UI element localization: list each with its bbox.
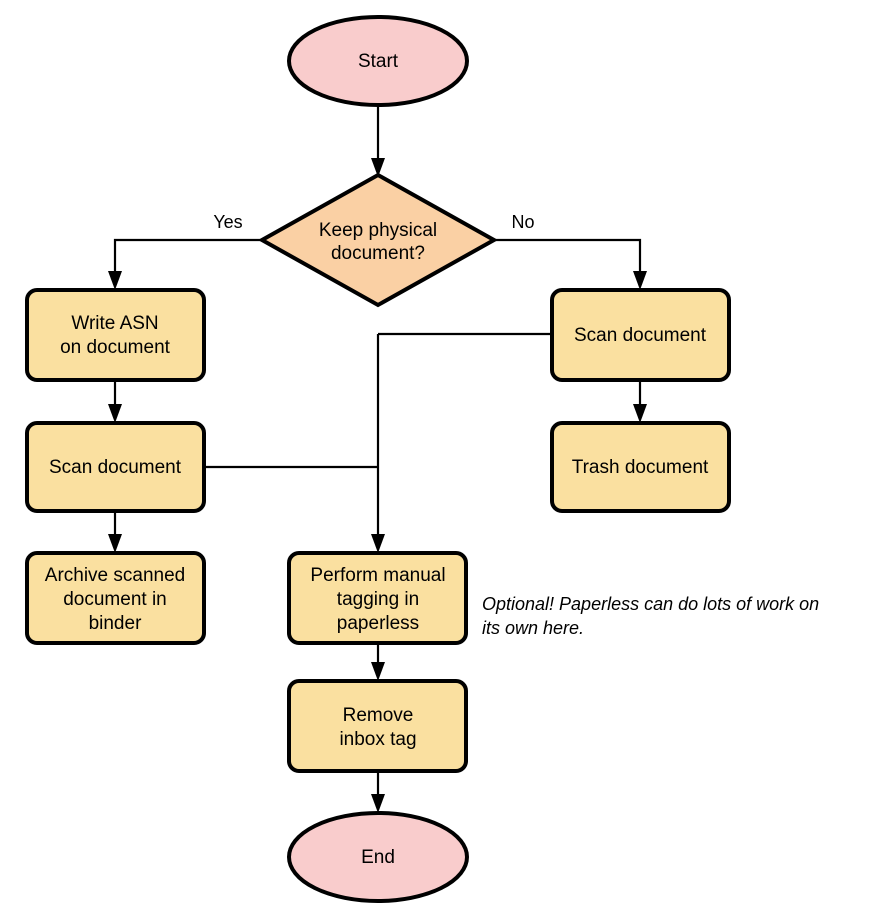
connector-layer [108, 105, 647, 813]
manual-tagging-label-line1: Perform manual [310, 565, 445, 586]
remove-inbox-label-line2: inbox tag [339, 729, 416, 750]
node-remove-inbox-tag[interactable]: Remove inbox tag [287, 679, 468, 773]
node-perform-manual-tagging[interactable]: Perform manual tagging in paperless [287, 551, 468, 645]
write-asn-label-line2: on document [60, 337, 171, 358]
scan-document-left-box[interactable] [25, 421, 206, 513]
edge-scan-left-to-archive [108, 511, 122, 553]
node-start[interactable]: Start [287, 15, 469, 107]
edge-decision-no-to-scan-right [494, 238, 647, 290]
node-scan-document-right[interactable]: Scan document [550, 288, 731, 382]
decision-diamond[interactable] [257, 172, 499, 308]
node-write-asn-on-document[interactable]: Write ASN on document [25, 288, 206, 382]
archive-label-line1: Archive scanned [45, 565, 185, 586]
trash-document-label: Trash document [572, 457, 709, 478]
scan-document-right-label: Scan document [574, 325, 707, 346]
edge-manual-tagging-to-remove-inbox [371, 643, 385, 681]
annotation-optional-note: Optional! Paperless can do lots of work … [482, 594, 819, 638]
archive-label-line3: binder [89, 613, 142, 634]
edge-decision-yes-to-write-asn [108, 238, 262, 290]
start-label: Start [358, 51, 399, 72]
end-ellipse[interactable] [287, 811, 469, 903]
optional-note-line2: its own here. [482, 618, 584, 638]
decision-label-line1: Keep physical [319, 220, 437, 241]
node-decision-keep-physical-document[interactable]: Keep physical document? [257, 172, 499, 308]
start-ellipse[interactable] [287, 15, 469, 107]
edge-label-no: No [511, 212, 534, 232]
decision-label-line2: document? [331, 243, 425, 264]
end-label: End [361, 847, 395, 868]
node-archive-scanned-document[interactable]: Archive scanned document in binder [25, 551, 206, 645]
archive-label-line2: document in [63, 589, 167, 610]
manual-tagging-box[interactable] [287, 551, 468, 645]
trash-document-box[interactable] [550, 421, 731, 513]
scan-document-left-label: Scan document [49, 457, 182, 478]
edge-write-asn-to-scan-left [108, 380, 122, 423]
write-asn-label-line1: Write ASN [71, 313, 158, 334]
remove-inbox-label-line1: Remove [343, 705, 414, 726]
edge-start-to-decision [371, 105, 385, 177]
archive-box[interactable] [25, 551, 206, 645]
scan-document-right-box[interactable] [550, 288, 731, 382]
edge-trunk-to-manual-tagging [371, 334, 385, 553]
edge-scan-right-to-trash [633, 380, 647, 423]
edge-remove-inbox-to-end [371, 771, 385, 813]
optional-note-line1: Optional! Paperless can do lots of work … [482, 594, 819, 614]
node-scan-document-left[interactable]: Scan document [25, 421, 206, 513]
edge-label-yes: Yes [213, 212, 242, 232]
manual-tagging-label-line2: tagging in [337, 589, 419, 610]
node-end[interactable]: End [287, 811, 469, 903]
write-asn-box[interactable] [25, 288, 206, 382]
node-trash-document[interactable]: Trash document [550, 421, 731, 513]
remove-inbox-tag-box[interactable] [287, 679, 468, 773]
manual-tagging-label-line3: paperless [337, 613, 419, 634]
